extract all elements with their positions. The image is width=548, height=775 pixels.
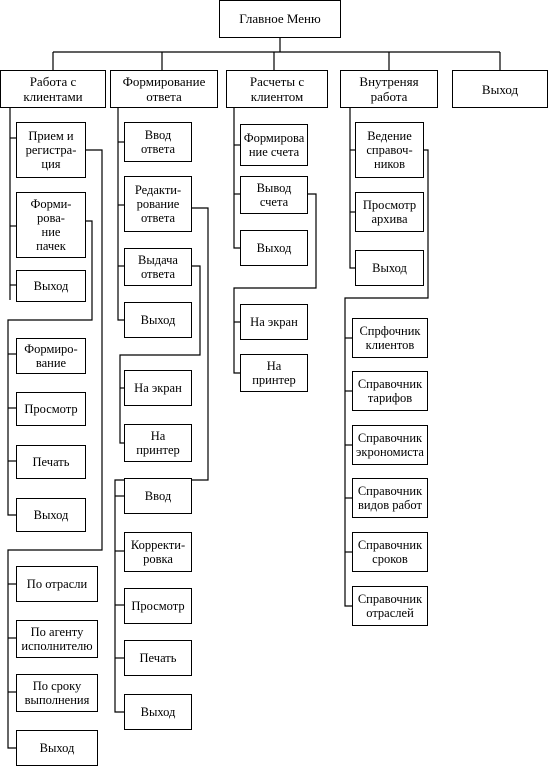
answer-enter[interactable]: Ввод [124, 478, 192, 514]
clients-by-agent[interactable]: По агенту исполнителю [16, 620, 98, 658]
internal-ref-terms[interactable]: Справочник сроков [352, 532, 428, 572]
billing-to-screen[interactable]: На экран [240, 304, 308, 340]
internal-ref-industries[interactable]: Справочник отраслей [352, 586, 428, 626]
answer-view[interactable]: Просмотр [124, 588, 192, 624]
clients-packs-forming[interactable]: Форми- рова- ние пачек [16, 192, 86, 258]
answer-correct[interactable]: Корректи- ровка [124, 532, 192, 572]
internal-ref-worktypes[interactable]: Справочник видов работ [352, 478, 428, 518]
internal-ref-clients[interactable]: Спрфочник клиентов [352, 318, 428, 358]
answer-issue[interactable]: Выдача ответа [124, 248, 192, 286]
internal-archive-view[interactable]: Просмотр архива [355, 192, 424, 232]
clients-exit[interactable]: Выход [16, 270, 86, 302]
billing-exit[interactable]: Выход [240, 230, 308, 266]
clients-exit-2[interactable]: Выход [16, 730, 98, 766]
category-answer[interactable]: Формирование ответа [110, 70, 218, 108]
answer-input[interactable]: Ввод ответа [124, 122, 192, 162]
billing-output-invoice[interactable]: Вывод счета [240, 176, 308, 214]
clients-sub-exit[interactable]: Выход [16, 498, 86, 532]
category-internal[interactable]: Внутреняя работа [340, 70, 438, 108]
billing-to-printer[interactable]: На принтер [240, 354, 308, 392]
category-exit[interactable]: Выход [452, 70, 548, 108]
answer-to-printer[interactable]: На принтер [124, 424, 192, 462]
clients-by-industry[interactable]: По отрасли [16, 566, 98, 602]
answer-edit[interactable]: Редакти- рование ответа [124, 176, 192, 232]
clients-by-deadline[interactable]: По сроку выполнения [16, 674, 98, 712]
category-clients[interactable]: Работа с клиентами [0, 70, 106, 108]
internal-exit[interactable]: Выход [355, 250, 424, 286]
clients-sub-forming[interactable]: Формиро- вание [16, 338, 86, 374]
internal-ref-tariffs[interactable]: Справочник тарифов [352, 371, 428, 411]
category-billing[interactable]: Расчеты с клиентом [226, 70, 328, 108]
clients-sub-view[interactable]: Просмотр [16, 392, 86, 426]
answer-exit-2[interactable]: Выход [124, 694, 192, 730]
main-menu-box[interactable]: Главное Меню [219, 0, 341, 38]
billing-form-invoice[interactable]: Формирова ние счета [240, 124, 308, 166]
answer-print[interactable]: Печать [124, 640, 192, 676]
internal-ref-economist[interactable]: Справочник экрономиста [352, 425, 428, 465]
answer-exit[interactable]: Выход [124, 302, 192, 338]
internal-refs-maintenance[interactable]: Ведение справоч- ников [355, 122, 424, 178]
clients-reception-registration[interactable]: Прием и регистра- ция [16, 122, 86, 178]
clients-sub-print[interactable]: Печать [16, 445, 86, 479]
answer-to-screen[interactable]: На экран [124, 370, 192, 406]
